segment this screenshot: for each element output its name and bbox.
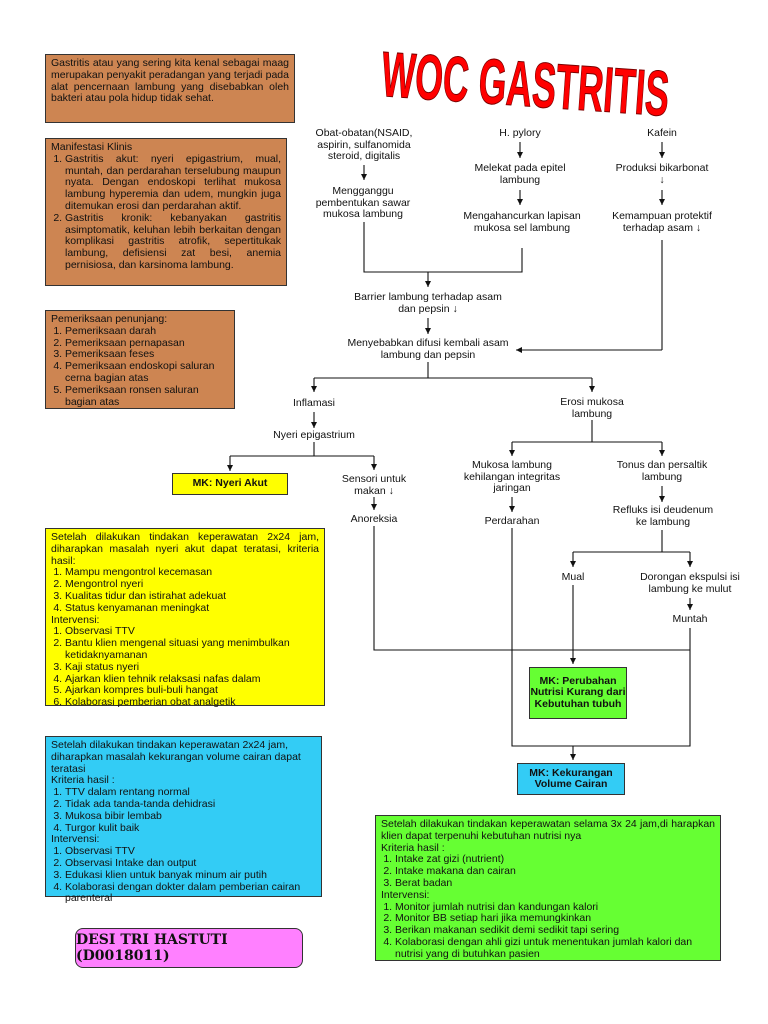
manifestasi-item: Gastritis akut: nyeri epigastrium, mual,… bbox=[65, 153, 281, 213]
nyeri-intervensi-item: Ajarkan kompres buli-buli hangat bbox=[65, 685, 319, 697]
connector-left-join bbox=[363, 222, 523, 273]
author-name-box: DESI TRI HASTUTI (D0018011) bbox=[75, 928, 303, 968]
node-menghancurkan: Mengahancurkan lapisan mukosa sel lambun… bbox=[463, 210, 581, 234]
node-sensori: Sensori untuk makan ↓ bbox=[341, 473, 407, 497]
definition-box: Gastritis atau yang sering kita kenal se… bbox=[45, 54, 295, 123]
node-inflamasi: Inflamasi bbox=[292, 397, 335, 409]
node-anoreksia: Anoreksia bbox=[350, 513, 398, 525]
nutrisi-intervention-box: Setelah dilakukan tindakan keperawatan s… bbox=[375, 815, 721, 961]
pemeriksaan-list: Pemeriksaan darah Pemeriksaan pernapasan… bbox=[51, 325, 229, 409]
cairan-intervensi-list: Observasi TTV Observasi Intake dan outpu… bbox=[51, 845, 316, 906]
node-mengganggu: Mengganggu pembentukan sawar mukosa lamb… bbox=[315, 185, 411, 220]
node-mual: Mual bbox=[561, 571, 585, 583]
node-kemampuan: Kemampuan protektif terhadap asam ↓ bbox=[612, 210, 712, 234]
mk-nutrisi-box: MK: Perubahan Nutrisi Kurang dari Kebutu… bbox=[529, 667, 627, 719]
nyeri-intro: Setelah dilakukan tindakan keperawatan 2… bbox=[51, 531, 319, 567]
cairan-kriteria-list: TTV dalam rentang normal Tidak ada tanda… bbox=[51, 786, 316, 835]
mk-cairan-box: MK: Kekurangan Volume Cairan bbox=[517, 763, 625, 795]
nutrisi-intervensi-list: Monitor jumlah nutrisi dan kandungan kal… bbox=[381, 901, 715, 961]
cairan-intervensi-label: Intervensi: bbox=[51, 833, 100, 846]
cairan-kriteria-label: Kriteria hasil : bbox=[51, 774, 115, 787]
nutrisi-intervensi-label: Intervensi: bbox=[381, 888, 430, 901]
cairan-intervensi-item: Observasi Intake dan output bbox=[65, 857, 316, 870]
nyeri-intervention-box: Setelah dilakukan tindakan keperawatan 2… bbox=[45, 528, 325, 709]
nyeri-intervensi-item: Kolaborasi pemberian obat analgetik bbox=[65, 696, 319, 709]
node-kafein: Kafein bbox=[647, 127, 677, 139]
node-obat: Obat-obatan(NSAID, aspirin, sulfanomida … bbox=[315, 127, 413, 162]
manifestasi-box: Manifestasi Klinis Gastritis akut: nyeri… bbox=[45, 138, 287, 286]
mk-nutrisi-label: MK: Perubahan Nutrisi Kurang dari Kebutu… bbox=[530, 674, 626, 710]
cairan-intro: Setelah dilakukan tindakan keperawatan 2… bbox=[51, 739, 301, 775]
manifestasi-list: Gastritis akut: nyeri epigastrium, mual,… bbox=[51, 153, 281, 272]
nutrisi-kriteria-item: Intake zat gizi (nutrient) bbox=[395, 854, 715, 866]
nutrisi-kriteria-label: Kriteria hasil : bbox=[381, 841, 445, 854]
diagram-title: WOC GASTRITIS bbox=[379, 38, 672, 118]
nyeri-intervensi-list: Observasi TTV Bantu klien mengenal situa… bbox=[51, 626, 319, 709]
connector-perdarahan bbox=[511, 528, 691, 747]
mk-cairan-label: MK: Kekurangan Volume Cairan bbox=[529, 766, 613, 790]
node-barrier: Barrier lambung terhadap asam dan pepsin… bbox=[354, 291, 502, 315]
cairan-kriteria-item: Mukosa bibir lembab bbox=[65, 810, 316, 823]
node-melekat: Melekat pada epitel lambung bbox=[474, 162, 566, 186]
cairan-kriteria-item: TTV dalam rentang normal bbox=[65, 786, 316, 799]
node-nyeri: Nyeri epigastrium bbox=[273, 429, 355, 441]
nutrisi-intervensi-item: Monitor jumlah nutrisi dan kandungan kal… bbox=[395, 901, 715, 914]
pemeriksaan-heading: Pemeriksaan penunjang: bbox=[51, 313, 168, 325]
node-muntah: Muntah bbox=[672, 613, 708, 625]
cairan-intervensi-item: Observasi TTV bbox=[65, 845, 316, 858]
manifestasi-heading: Manifestasi Klinis bbox=[51, 141, 133, 153]
pemeriksaan-item: Pemeriksaan ronsen saluran bagian atas bbox=[65, 384, 229, 409]
nutrisi-intervensi-item: Monitor BB setiap hari jika memungkinkan bbox=[395, 913, 715, 925]
mk-nyeri-akut-label: MK: Nyeri Akut bbox=[192, 477, 268, 490]
definition-text: Gastritis atau yang sering kita kenal se… bbox=[51, 57, 289, 105]
node-perdarahan: Perdarahan bbox=[484, 515, 540, 527]
nutrisi-kriteria-item: Intake makana dan cairan bbox=[395, 865, 715, 878]
cairan-intervention-box: Setelah dilakukan tindakan keperawatan 2… bbox=[45, 736, 322, 904]
cairan-kriteria-item: Tidak ada tanda-tanda dehidrasi bbox=[65, 798, 316, 811]
cairan-intervensi-item: Edukasi klien untuk banyak minum air put… bbox=[65, 869, 316, 882]
nutrisi-intro: Setelah dilakukan tindakan keperawatan s… bbox=[381, 818, 715, 842]
nyeri-intervensi-item: Kaji status nyeri bbox=[65, 661, 319, 674]
nyeri-kriteria-list: Mampu mengontrol kecemasan Mengontrol ny… bbox=[51, 567, 319, 614]
nutrisi-kriteria-list: Intake zat gizi (nutrient) Intake makana… bbox=[381, 854, 715, 889]
pemeriksaan-box: Pemeriksaan penunjang: Pemeriksaan darah… bbox=[45, 310, 235, 409]
cairan-intervensi-item: Kolaborasi dengan dokter dalam pemberian… bbox=[65, 881, 316, 906]
connector-anoreksia bbox=[373, 526, 690, 651]
nyeri-intervensi-item: Ajarkan klien tehnik relaksasi nafas dal… bbox=[65, 673, 319, 686]
nyeri-intervensi-label: Intervensi: bbox=[51, 613, 100, 626]
nyeri-kriteria-item: Status kenyamanan meningkat bbox=[65, 602, 319, 615]
node-erosi: Erosi mukosa lambung bbox=[560, 396, 624, 420]
nyeri-kriteria-item: Kualitas tidur dan istirahat adekuat bbox=[65, 590, 319, 603]
node-mukosa: Mukosa lambung kehilangan integritas jar… bbox=[463, 459, 561, 494]
manifestasi-item: Gastritis kronik: kebanyakan gastritis a… bbox=[65, 212, 281, 272]
pemeriksaan-item: Pemeriksaan feses bbox=[65, 349, 229, 361]
node-refluks: Refluks isi deudenum ke lambung bbox=[612, 504, 714, 528]
nyeri-kriteria-item: Mampu mengontrol kecemasan bbox=[65, 567, 319, 579]
nyeri-intervensi-item: Bantu klien mengenal situasi yang menimb… bbox=[65, 637, 319, 662]
node-difusi: Menyebabkan difusi kembali asam lambung … bbox=[347, 337, 509, 361]
pemeriksaan-item: Pemeriksaan darah bbox=[65, 325, 229, 338]
author-name: DESI TRI HASTUTI (D0018011) bbox=[76, 932, 228, 964]
node-tonus: Tonus dan persaltik lambung bbox=[616, 459, 708, 483]
nutrisi-kriteria-item: Berat badan bbox=[395, 877, 715, 890]
nutrisi-intervensi-item: Kolaborasi dengan ahli gizi untuk menent… bbox=[395, 936, 715, 961]
nyeri-kriteria-item: Mengontrol nyeri bbox=[65, 578, 319, 591]
node-hpylory: H. pylory bbox=[499, 127, 541, 139]
mk-nyeri-akut-box: MK: Nyeri Akut bbox=[172, 473, 288, 495]
node-produksi: Produksi bikarbonat ↓ bbox=[615, 162, 709, 186]
nyeri-intervensi-item: Observasi TTV bbox=[65, 626, 319, 638]
pemeriksaan-item: Pemeriksaan endoskopi saluran cerna bagi… bbox=[65, 360, 229, 385]
node-dorongan: Dorongan ekspulsi isi lambung ke mulut bbox=[640, 571, 740, 595]
cairan-kriteria-item: Turgor kulit baik bbox=[65, 822, 316, 835]
nutrisi-intervensi-item: Berikan makanan sedikit demi sedikit tap… bbox=[395, 924, 715, 937]
pemeriksaan-item: Pemeriksaan pernapasan bbox=[65, 337, 229, 350]
